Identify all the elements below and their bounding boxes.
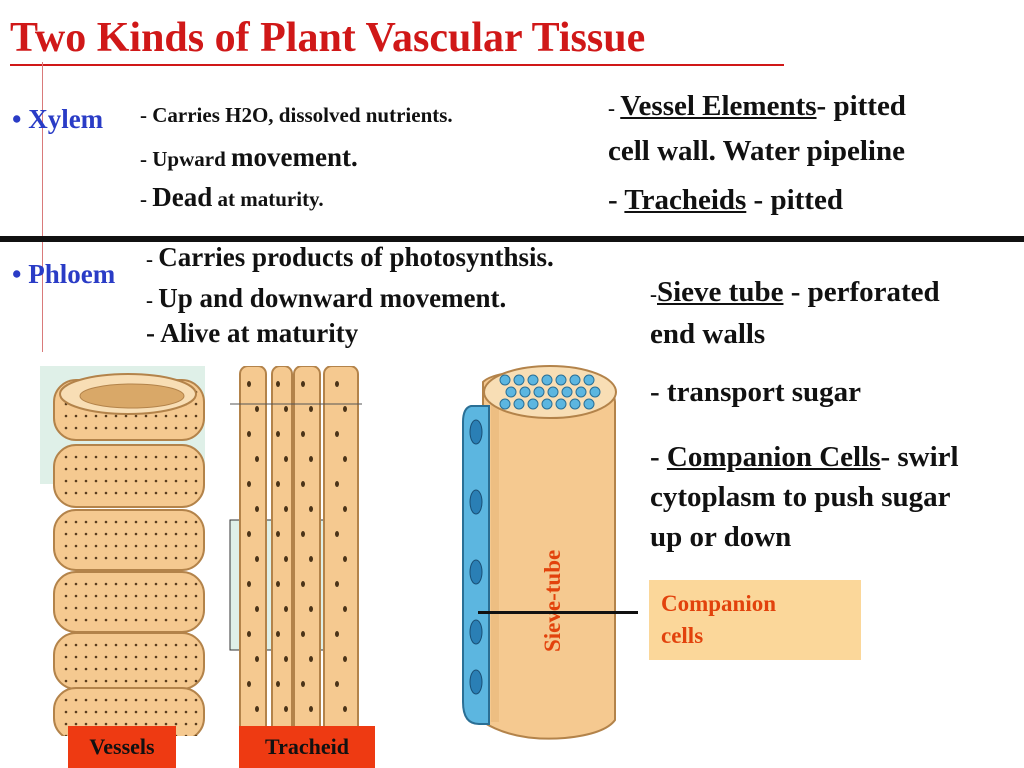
xylem-fact-3: - Dead at maturity. — [140, 182, 324, 213]
xylem-fact-2-emph: movement. — [231, 142, 358, 172]
phloem-fact-2-dash: - — [146, 288, 159, 312]
tracheids-note: - Tracheids - pitted — [608, 184, 843, 217]
vessel-elements-term: Vessel Elements — [620, 90, 817, 122]
phloem-fact-1-dash: - — [146, 247, 159, 271]
phloem-fact-1-text: Carries products of photosynthsis. — [158, 242, 554, 272]
phloem-fact-1: - Carries products of photosynthsis. — [146, 242, 554, 273]
sieve-text-2: end walls — [650, 318, 766, 350]
tracheid-illustration — [229, 366, 362, 736]
vessel-dash: - — [608, 96, 621, 120]
sieve-dash: - — [650, 282, 657, 306]
sieve-text-1: - perforated — [783, 276, 940, 308]
vessels-label: Vessels — [68, 726, 176, 768]
tracheids-term: Tracheids — [624, 184, 747, 216]
companion-cells-note: - Companion Cells- swirl cytoplasm to pu… — [650, 437, 959, 557]
xylem-fact-3-post: at maturity. — [212, 187, 324, 211]
vessel-text-1: - pitted — [816, 90, 906, 122]
phloem-fact-3: - Alive at maturity — [146, 318, 359, 348]
xylem-fact-1-text: Carries H2O, dissolved nutrients. — [152, 103, 453, 127]
companion-dash: - — [650, 441, 667, 473]
companion-cells-label-box: Companion cells — [649, 580, 861, 660]
tracheid-dash: - — [608, 184, 625, 216]
sieve-tube-note: -Sieve tube - perforated end walls — [650, 272, 940, 354]
phloem-fact-2: - Up and downward movement. — [146, 283, 506, 314]
slide-title: Two Kinds of Plant Vascular Tissue — [10, 15, 646, 61]
xylem-fact-3-emph: Dead — [152, 182, 213, 212]
companion-label-line-2: cells — [661, 623, 704, 648]
companion-text-2: cytoplasm to push sugar — [650, 481, 951, 513]
tracheid-text: - pitted — [746, 184, 843, 216]
companion-pointer-line — [478, 611, 638, 614]
tracheid-label: Tracheid — [239, 726, 375, 768]
xylem-fact-1-dash: - — [140, 103, 153, 127]
xylem-heading: • Xylem — [12, 104, 104, 134]
companion-text-1: - swirl — [880, 441, 959, 473]
vessel-text-2: cell wall. Water pipeline — [608, 135, 905, 167]
vessel-elements-note: - Vessel Elements- pitted cell wall. Wat… — [608, 86, 906, 171]
xylem-fact-1: - Carries H2O, dissolved nutrients. — [140, 103, 453, 128]
transport-sugar-note: - transport sugar — [650, 376, 862, 408]
companion-cells-term: Companion Cells — [666, 441, 881, 473]
sieve-tube-illustration — [462, 365, 617, 740]
companion-label-line-1: Companion — [661, 591, 777, 616]
title-underline — [10, 64, 784, 66]
left-margin-line — [42, 62, 43, 352]
section-divider — [0, 236, 1024, 242]
sieve-tube-label: Sieve-tube — [540, 549, 565, 652]
vessels-illustration — [40, 366, 205, 736]
sieve-tube-term: Sieve tube — [657, 276, 784, 308]
phloem-fact-2-text: Up and downward movement. — [158, 283, 507, 313]
xylem-fact-3-dash: - — [140, 187, 153, 211]
xylem-fact-2-pre: Upward — [152, 147, 232, 171]
xylem-fact-2-dash: - — [140, 147, 153, 171]
companion-text-3: up or down — [650, 521, 792, 553]
xylem-fact-2: - Upward movement. — [140, 142, 358, 173]
phloem-heading: • Phloem — [12, 259, 116, 289]
